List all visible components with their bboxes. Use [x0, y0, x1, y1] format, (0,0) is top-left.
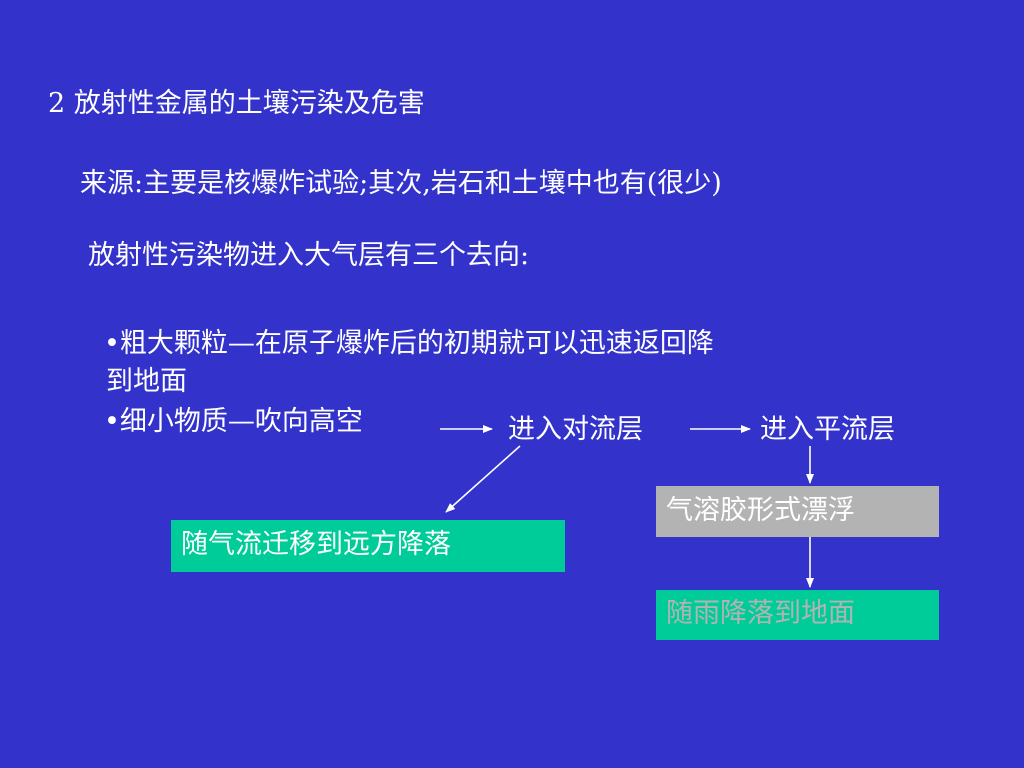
far-fallout-label: 随气流迁移到远方降落	[181, 529, 451, 560]
rain-fallout-label: 随雨降落到地面	[666, 598, 855, 629]
arrow-to-far-fallout	[445, 445, 521, 513]
far-fallout-box: 随气流迁移到远方降落	[171, 520, 565, 572]
aerosol-label: 气溶胶形式漂浮	[666, 495, 855, 526]
stratosphere-node: 进入平流层	[760, 414, 895, 445]
slide-title: 2 放射性金属的土壤污染及危害	[48, 88, 425, 119]
bullet-fine-matter: •细小物质—吹向高空	[104, 406, 363, 437]
intro-line: 放射性污染物进入大气层有三个去向:	[88, 240, 530, 271]
source-line: 来源:主要是核爆炸试验;其次,岩石和土壤中也有(很少)	[80, 168, 722, 199]
rain-fallout-box: 随雨降落到地面	[656, 590, 939, 640]
troposphere-node: 进入对流层	[508, 414, 643, 445]
aerosol-box: 气溶胶形式漂浮	[656, 486, 939, 537]
bullet-coarse-particles: •粗大颗粒—在原子爆炸后的初期就可以迅速返回降	[104, 328, 714, 359]
bullet-coarse-particles-continued: 到地面	[106, 366, 187, 397]
